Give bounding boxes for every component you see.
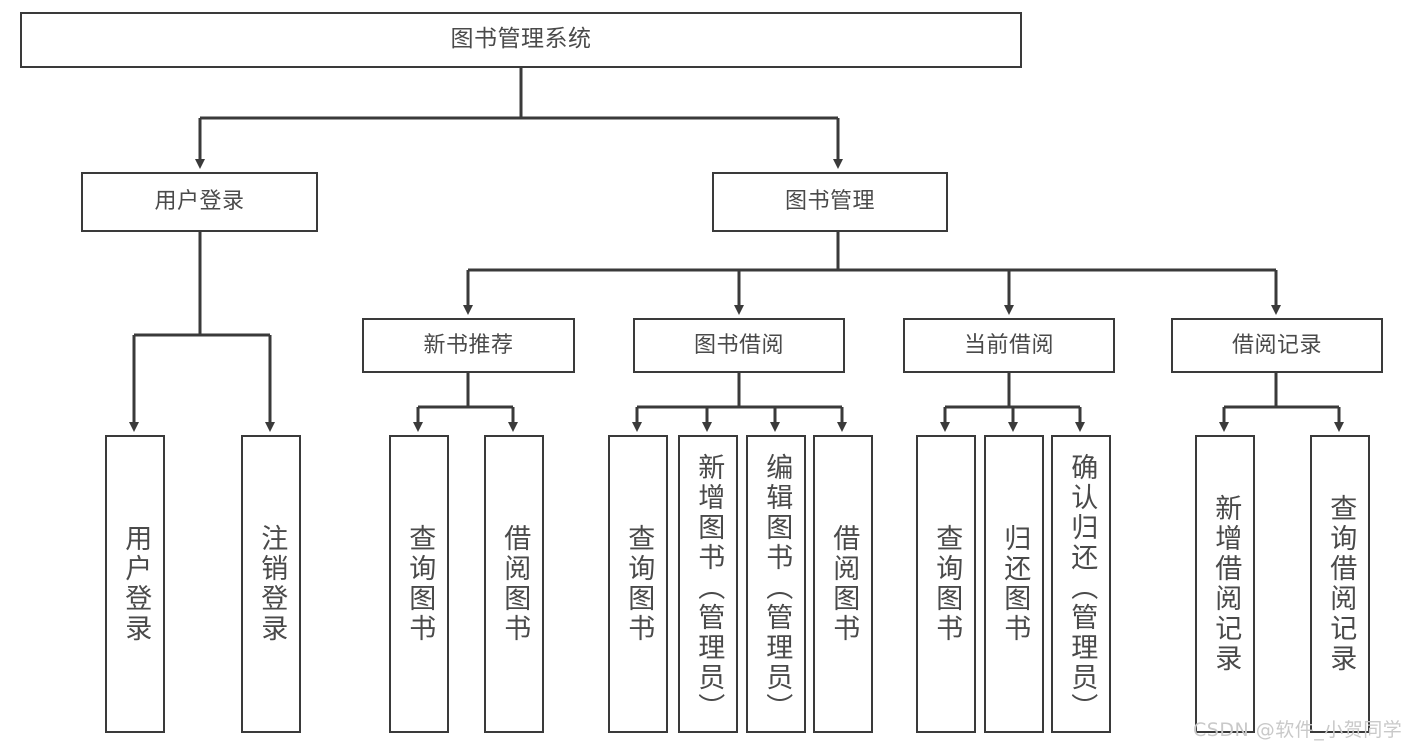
leaf-query-book-borrow[interactable]: 查询图书 [608, 435, 668, 733]
node-label: 查询图书 [623, 524, 655, 644]
node-label: 查询借阅记录 [1325, 494, 1357, 674]
node-label: 确认归还（管理员） [1066, 453, 1098, 723]
watermark-text: CSDN @软件_小贺同学 [1193, 719, 1403, 741]
node-label: 新增图书（管理员） [693, 453, 725, 723]
node-label: 图书管理 [784, 189, 875, 215]
leaf-query-book-current[interactable]: 查询图书 [916, 435, 976, 733]
node-label: 查询图书 [931, 524, 963, 644]
leaf-confirm-return-admin[interactable]: 确认归还（管理员） [1051, 435, 1111, 733]
node-label: 编辑图书（管理员） [761, 453, 793, 723]
leaf-add-borrow-record[interactable]: 新增借阅记录 [1195, 435, 1255, 733]
node-label: 借阅记录 [1231, 332, 1322, 358]
node-label: 注销登录 [256, 524, 288, 644]
leaf-edit-book-admin[interactable]: 编辑图书（管理员） [746, 435, 806, 733]
node-label: 用户登录 [154, 189, 245, 215]
leaf-logout[interactable]: 注销登录 [241, 435, 301, 733]
leaf-return-book[interactable]: 归还图书 [984, 435, 1044, 733]
node-label: 当前借阅 [963, 332, 1054, 358]
leaf-borrow-book[interactable]: 借阅图书 [813, 435, 873, 733]
node-label: 借阅图书 [828, 524, 860, 644]
leaf-add-book-admin[interactable]: 新增图书（管理员） [678, 435, 738, 733]
node-label: 查询图书 [404, 524, 436, 644]
node-label: 图书借阅 [693, 332, 784, 358]
node-user-login[interactable]: 用户登录 [81, 172, 318, 232]
node-borrow-record[interactable]: 借阅记录 [1171, 318, 1383, 373]
node-book-management[interactable]: 图书管理 [712, 172, 948, 232]
node-label: 新书推荐 [423, 332, 514, 358]
node-root-system[interactable]: 图书管理系统 [20, 12, 1022, 68]
node-label: 图书管理系统 [450, 26, 592, 53]
leaf-query-book-recommend[interactable]: 查询图书 [389, 435, 449, 733]
node-label: 新增借阅记录 [1210, 494, 1242, 674]
node-new-book-recommend[interactable]: 新书推荐 [362, 318, 575, 373]
node-label: 借阅图书 [499, 524, 531, 644]
leaf-borrow-book-recommend[interactable]: 借阅图书 [484, 435, 544, 733]
leaf-query-borrow-record[interactable]: 查询借阅记录 [1310, 435, 1370, 733]
node-label: 归还图书 [999, 524, 1031, 644]
node-current-borrow[interactable]: 当前借阅 [903, 318, 1115, 373]
leaf-user-login[interactable]: 用户登录 [105, 435, 165, 733]
node-label: 用户登录 [120, 524, 152, 644]
node-book-borrow[interactable]: 图书借阅 [633, 318, 845, 373]
